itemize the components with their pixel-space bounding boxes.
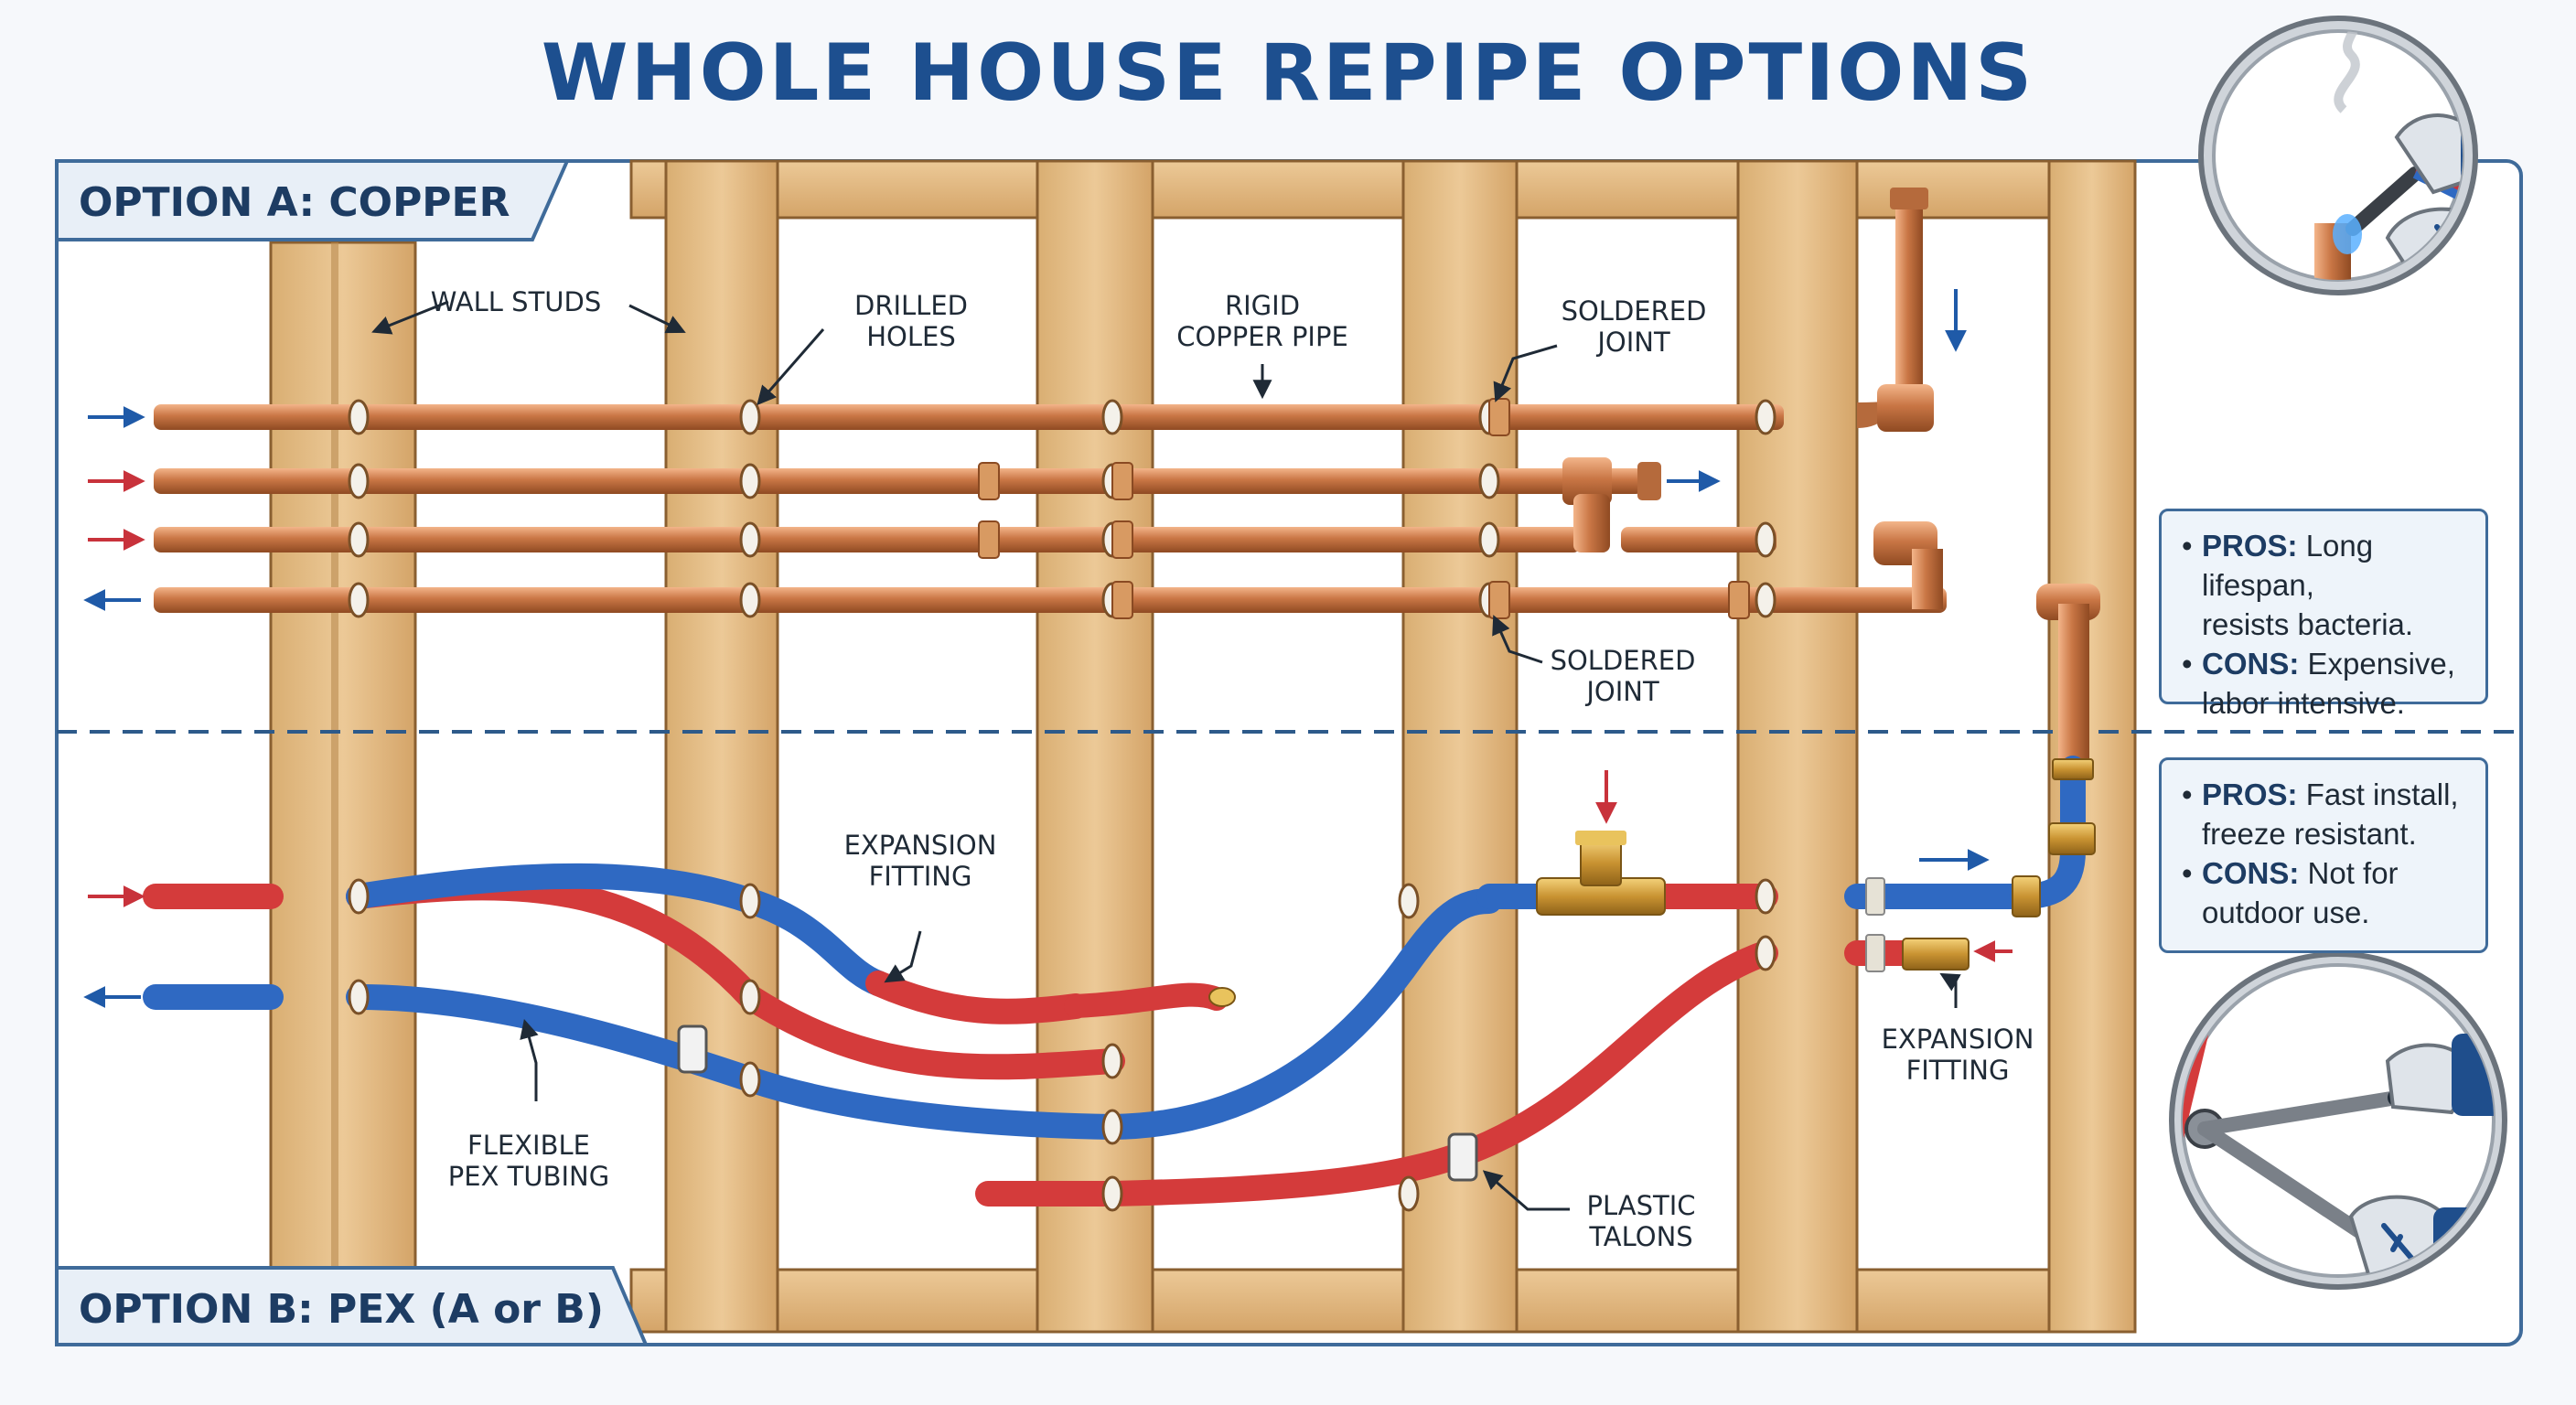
leader-lines — [371, 300, 1961, 1211]
svg-text:OPTION B: PEX (A or B): OPTION B: PEX (A or B) — [79, 1286, 604, 1333]
pex-labels: EXPANSION FITTING FLEXIBLE PEX TUBING PL… — [448, 830, 2034, 1252]
copper-pipes — [154, 188, 2100, 765]
wall-stud-3 — [1036, 159, 1154, 1334]
copper-pros-line2: resists bacteria. — [2202, 607, 2414, 641]
copper-pros-line1: Long lifespan, — [2202, 529, 2374, 602]
copper-cons-key: CONS: — [2202, 647, 2300, 681]
label-soldered-top-2: JOINT — [1595, 327, 1670, 358]
pex-pros-line1: Fast install, — [2305, 778, 2459, 811]
label-expansion-center-2: FITTING — [869, 861, 972, 892]
soldering-inset — [2198, 16, 2478, 295]
label-wall-studs: WALL STUDS — [431, 286, 602, 317]
label-flexible-pex-2: PEX TUBING — [448, 1161, 609, 1192]
pex-blue-split — [346, 863, 763, 914]
label-rigid-pipe-1: RIGID — [1225, 290, 1300, 321]
copper-elbow-top — [1877, 384, 1934, 432]
pex-section-tag: OPTION B: PEX (A or B) — [55, 1266, 649, 1346]
copper-section-tag: OPTION A: COPPER — [55, 159, 571, 241]
copper-pipe-2 — [154, 468, 1643, 494]
open-pex-end — [1208, 987, 1236, 1007]
label-drilled-holes-1: DRILLED — [854, 290, 968, 321]
copper-cons-line2: labor intensive. — [2202, 686, 2405, 720]
copper-flow-arrows — [83, 289, 1967, 611]
pex-cons-key: CONS: — [2202, 856, 2300, 890]
copper-riser — [1895, 192, 1923, 402]
pex-pros-cons: •PROS: Fast install, freeze resistant. •… — [2159, 757, 2488, 953]
label-soldered-bottom-1: SOLDERED — [1551, 645, 1696, 676]
label-plastic-talons-2: TALONS — [1588, 1221, 1692, 1252]
bottom-plate — [629, 1268, 2115, 1334]
copper-drop-right — [2058, 604, 2089, 765]
pex-red-3 — [1100, 940, 1778, 1207]
plastic-talons — [677, 1024, 1478, 1182]
pex-cons-line1: Not for — [2307, 856, 2399, 890]
label-expansion-center-1: EXPANSION — [844, 830, 997, 861]
crimping-inset — [2169, 951, 2507, 1290]
label-soldered-top-1: SOLDERED — [1562, 295, 1707, 327]
copper-pros-cons: •PROS: Long lifespan, resists bacteria. … — [2159, 509, 2488, 720]
svg-text:OPTION A: COPPER: OPTION A: COPPER — [79, 179, 510, 226]
label-plastic-talons-1: PLASTIC — [1586, 1190, 1695, 1221]
label-drilled-holes-2: HOLES — [866, 321, 956, 352]
pex-fittings — [348, 758, 2096, 1212]
page-title: WHOLE HOUSE REPIPE OPTIONS — [541, 27, 2035, 119]
pex-pros-line2: freeze resistant. — [2202, 817, 2417, 851]
pex-red-2 — [865, 971, 1089, 1024]
copper-cons-line1: Expensive, — [2307, 647, 2455, 681]
label-rigid-pipe-2: COPPER PIPE — [1176, 321, 1348, 352]
pex-pros-key: PROS: — [2202, 778, 2298, 811]
copper-labels: WALL STUDS DRILLED HOLES RIGID COPPER PI… — [431, 286, 1707, 707]
wall-stud-5 — [1736, 159, 1859, 1334]
pex-flow-arrows — [83, 770, 2012, 1008]
top-plate — [629, 159, 2115, 220]
label-expansion-right-2: FITTING — [1906, 1055, 2010, 1086]
copper-tee — [1562, 457, 1612, 505]
label-flexible-pex-1: FLEXIBLE — [467, 1130, 590, 1161]
copper-pipe-4 — [154, 587, 1947, 613]
label-expansion-right-1: EXPANSION — [1882, 1024, 2034, 1055]
copper-pipe-3b — [1621, 527, 1776, 552]
wall-stud-2 — [664, 159, 779, 1334]
copper-pipe-1 — [154, 404, 1784, 430]
copper-pipe-3 — [154, 527, 1581, 552]
brass-expansion-fitting — [1902, 938, 1970, 971]
pex-cons-line2: outdoor use. — [2202, 896, 2370, 929]
pex-blue-2 — [1100, 888, 1502, 1140]
label-soldered-bottom-2: JOINT — [1584, 676, 1659, 707]
copper-pros-key: PROS: — [2202, 529, 2298, 563]
